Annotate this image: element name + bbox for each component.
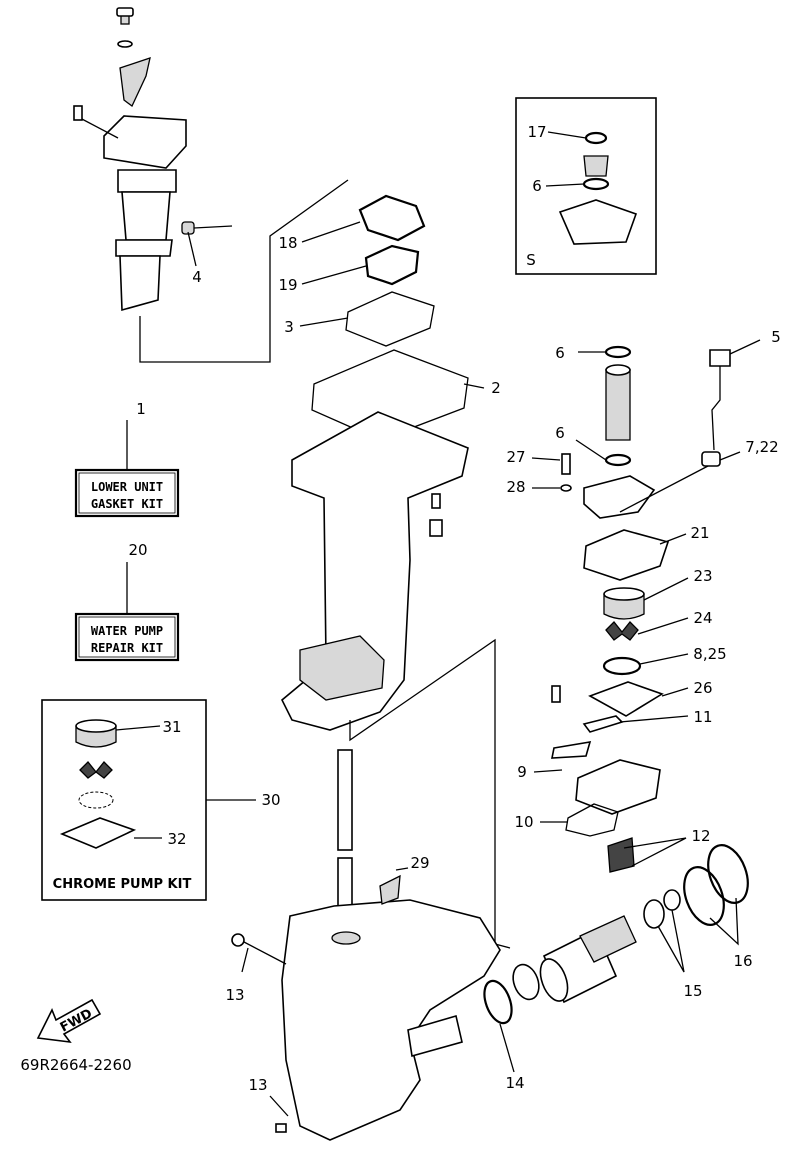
callout-3: 3 xyxy=(284,318,294,336)
diagram-code: 69R2664-2260 xyxy=(20,1056,131,1074)
s-variant-box: S xyxy=(515,97,657,275)
callout-19: 19 xyxy=(278,276,297,294)
kit-bracket-line-1 xyxy=(139,179,349,363)
water-pump-kit-line2: REPAIR KIT xyxy=(91,641,163,655)
s-box-label: S xyxy=(526,251,536,269)
callout-6b: 6 xyxy=(555,344,565,362)
gearcase xyxy=(231,874,501,1141)
callout-4: 4 xyxy=(192,268,202,286)
water-pump-repair-kit-box: WATER PUMP REPAIR KIT xyxy=(74,612,180,662)
fwd-arrow: FWD xyxy=(36,998,102,1044)
callout-8-25: 8,25 xyxy=(693,645,726,663)
upper-housing-assembly xyxy=(73,7,233,312)
callout-26: 26 xyxy=(693,679,712,697)
callout-10: 10 xyxy=(514,813,533,831)
callout-30: 30 xyxy=(261,791,280,809)
callout-21: 21 xyxy=(690,524,709,542)
drive-shaft-housing xyxy=(281,411,469,731)
callout-16: 16 xyxy=(733,952,752,970)
callout-5: 5 xyxy=(771,328,781,346)
chrome-pump-kit-caption: CHROME PUMP KIT xyxy=(53,877,192,892)
callout-13b: 13 xyxy=(248,1076,267,1094)
lower-unit-gasket-kit-box: LOWER UNIT GASKET KIT xyxy=(74,468,180,518)
callout-29: 29 xyxy=(410,854,429,872)
callout-14: 14 xyxy=(505,1074,524,1092)
chrome-pump-kit-box: CHROME PUMP KIT xyxy=(41,699,207,901)
callout-32: 32 xyxy=(167,830,186,848)
callout-12: 12 xyxy=(691,827,710,845)
callout-23: 23 xyxy=(693,567,712,585)
callout-7-22: 7,22 xyxy=(745,438,778,456)
callout-13a: 13 xyxy=(225,986,244,1004)
callout-20: 20 xyxy=(128,541,147,559)
callout-1: 1 xyxy=(136,400,146,418)
callout-9: 9 xyxy=(517,763,527,781)
lower-unit-kit-line2: GASKET KIT xyxy=(91,497,163,511)
prop-shaft-parts xyxy=(483,844,749,1025)
gasket-stack xyxy=(311,194,469,441)
callout-31: 31 xyxy=(162,718,181,736)
callout-2: 2 xyxy=(491,379,501,397)
callout-27: 27 xyxy=(506,448,525,466)
callout-18: 18 xyxy=(278,234,297,252)
callout-24: 24 xyxy=(693,609,712,627)
water-pump-kit-line1: WATER PUMP xyxy=(91,624,163,638)
callout-15: 15 xyxy=(683,982,702,1000)
callout-6a: 6 xyxy=(532,177,542,195)
callout-6c: 6 xyxy=(555,424,565,442)
callout-11: 11 xyxy=(693,708,712,726)
lower-unit-kit-line1: LOWER UNIT xyxy=(91,480,163,494)
callout-17: 17 xyxy=(527,123,546,141)
callout-28: 28 xyxy=(506,478,525,496)
